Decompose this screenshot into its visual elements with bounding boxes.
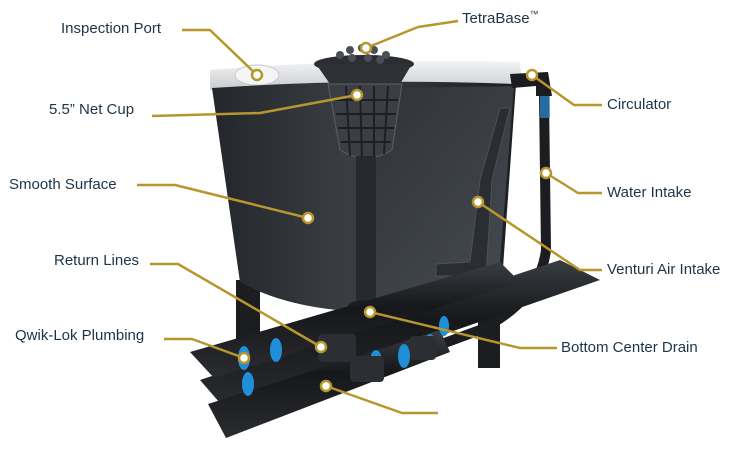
marker-net-cup: [350, 88, 364, 102]
center-column: [356, 156, 376, 306]
leader-net-cup: [151, 93, 358, 118]
leader-circulator: [531, 73, 602, 107]
tetrabase-unit: [314, 44, 414, 84]
label-return-lines: Return Lines: [54, 252, 140, 269]
label-venturi-air-intake: Venturi Air Intake: [607, 261, 721, 278]
label-tetrabase-text: TetraBase: [462, 10, 530, 27]
trademark-mark: ™: [529, 9, 539, 19]
leader-plumbing: [325, 384, 438, 415]
marker-return-lines: [314, 340, 328, 354]
leader-venturi: [477, 200, 602, 272]
label-net-cup: 5.5” Net Cup: [49, 101, 135, 118]
label-water-intake: Water Intake: [607, 184, 692, 201]
leader-bottom-drain: [369, 310, 557, 350]
leader-qwik-lok: [164, 337, 245, 360]
marker-venturi: [471, 195, 485, 209]
marker-bottom-drain: [363, 305, 377, 319]
leader-return-lines: [150, 262, 322, 349]
marker-smooth-surface: [301, 211, 315, 225]
marker-water-intake: [539, 166, 553, 180]
marker-plumbing: [319, 379, 333, 393]
label-smooth-surface: Smooth Surface: [9, 176, 117, 193]
net-cup: [327, 83, 403, 159]
label-inspection-port: Inspection Port: [61, 20, 162, 37]
circulator-pipe: [510, 72, 552, 96]
leader-water-intake: [545, 171, 602, 195]
marker-inspection-port: [250, 68, 264, 82]
leader-inspection-port: [182, 28, 258, 76]
label-tetrabase: TetraBase™: [462, 10, 539, 28]
leader-smooth-surface: [137, 183, 309, 220]
marker-circulator: [525, 68, 539, 82]
pipe-fittings: [318, 334, 436, 382]
label-circulator: Circulator: [607, 96, 672, 113]
label-qwik-lok-plumbing: Qwik-Lok Plumbing: [15, 327, 145, 344]
marker-tetrabase: [359, 41, 373, 55]
leader-tetrabase: [365, 19, 459, 50]
marker-qwik-lok: [237, 351, 251, 365]
label-bottom-center-drain: Bottom Center Drain: [561, 339, 698, 356]
